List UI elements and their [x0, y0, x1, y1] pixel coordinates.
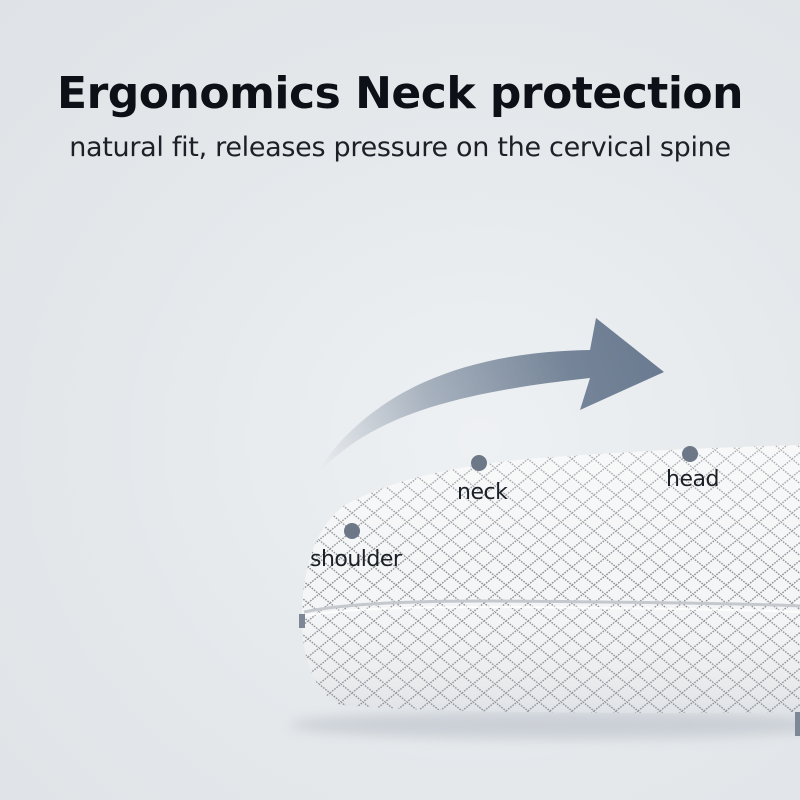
curved-arrow-icon: [312, 318, 664, 480]
shoulder-marker-icon: [344, 523, 360, 539]
pillow-shadow: [290, 711, 800, 739]
headline: Ergonomics Neck protection: [57, 68, 743, 119]
head-marker-icon: [682, 446, 698, 462]
head-label: head: [666, 467, 719, 492]
neck-label: neck: [457, 480, 508, 505]
shoulder-label: shoulder: [310, 547, 402, 572]
neck-marker-icon: [471, 455, 487, 471]
subheadline: natural fit, releases pressure on the ce…: [69, 132, 731, 163]
pillow: [299, 445, 800, 736]
